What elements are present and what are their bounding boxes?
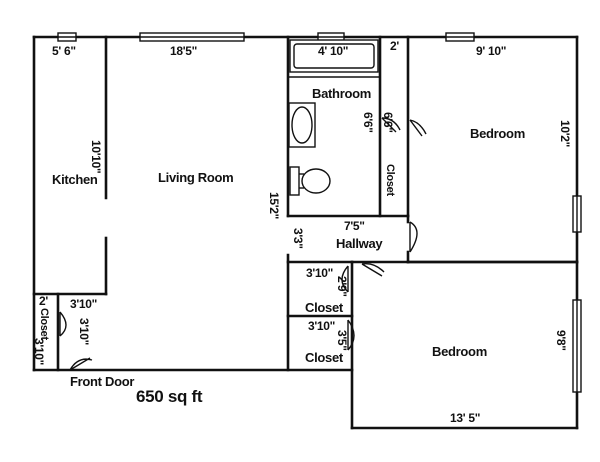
dim-bath-closet-width: 2'	[390, 39, 399, 53]
room-label-closet-bath: Closet	[384, 164, 396, 196]
doors	[59, 117, 427, 371]
dim-entry-width: 3'10"	[70, 297, 97, 311]
dim-kitchen-height: 10'10"	[89, 140, 103, 173]
toilet-tank	[289, 166, 300, 196]
dim-bedroom1-height: 10'2"	[558, 120, 572, 147]
dim-entry-height: 3'10"	[77, 318, 91, 345]
bathtub	[289, 39, 379, 73]
windows	[57, 32, 582, 393]
room-label-closet-hall-1: Closet	[305, 300, 344, 315]
dim-bath-closet-height: 6'6"	[381, 112, 395, 133]
room-label-hallway: Hallway	[336, 236, 383, 251]
walls	[32, 35, 579, 430]
dim-closet1-width: 3'10"	[306, 266, 333, 280]
dim-closet1-height: 2'9"	[335, 276, 349, 297]
dim-hallway-height: 3'3"	[291, 228, 305, 249]
dimension-labels: 5' 6" 18'5" 4' 10" 2' 9' 10" 10'10" 6'6"…	[32, 39, 572, 425]
sink-counter	[288, 102, 316, 148]
room-label-living-room: Living Room	[158, 170, 233, 185]
sink	[291, 106, 313, 144]
room-label-bathroom: Bathroom	[312, 86, 371, 101]
dim-closet2-height: 3'5"	[335, 330, 349, 351]
dim-bedroom1-width: 9' 10"	[476, 44, 506, 58]
front-door-label: Front Door	[70, 374, 134, 389]
dim-bath-height: 6'6"	[361, 112, 375, 133]
dim-bedroom2-height: 9'8"	[554, 330, 568, 351]
room-label-bedroom-1: Bedroom	[470, 126, 525, 141]
total-area-label: 650 sq ft	[136, 387, 203, 406]
dim-closet2-width: 3'10"	[308, 319, 335, 333]
dim-bath-width: 4' 10"	[318, 44, 348, 58]
dim-living-width: 18'5"	[170, 44, 197, 58]
room-label-kitchen: Kitchen	[52, 172, 98, 187]
room-labels: Kitchen Living Room Bathroom Bedroom Bed…	[38, 86, 525, 365]
bathroom-fixtures	[288, 39, 380, 196]
dim-hallway-width: 7'5"	[344, 219, 365, 233]
room-label-closet-entry: Closet	[38, 308, 50, 340]
room-label-bedroom-2: Bedroom	[432, 344, 487, 359]
dim-bedroom2-width: 13' 5"	[450, 411, 480, 425]
room-label-closet-hall-2: Closet	[305, 350, 344, 365]
dim-entry-closet-height: 3'10"	[32, 338, 46, 365]
dim-kitchen-width: 5' 6"	[52, 44, 76, 58]
dim-living-height: 15'2"	[267, 192, 281, 219]
toilet-bowl	[301, 168, 331, 194]
dim-entry-closet-width: 2'	[39, 294, 48, 308]
